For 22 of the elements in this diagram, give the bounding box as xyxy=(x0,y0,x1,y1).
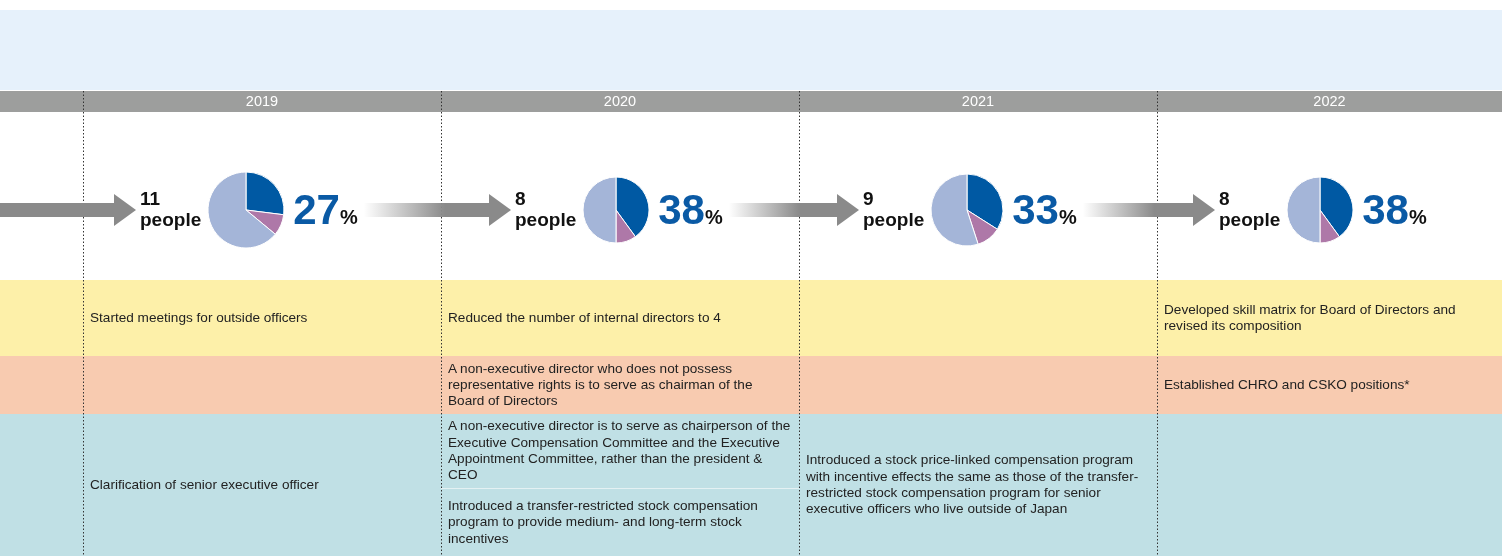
people-count: 8 people xyxy=(515,189,577,231)
percentage-value: 38% xyxy=(658,186,723,234)
table-cell-text: A non-executive director who does not possess representative rights is to serve as chairman of the Board of Directors xyxy=(448,360,754,410)
table-cell-text: Reduced the number of internal directors to 4 xyxy=(448,309,721,327)
table-cell-text: Developed skill matrix for Board of Directors and revised its composition xyxy=(1164,301,1457,335)
people-count: 11 people xyxy=(140,189,202,231)
people-count: 9 people xyxy=(863,189,925,231)
percentage-value: 38% xyxy=(1362,186,1427,234)
people-count: 8 people xyxy=(1219,189,1281,231)
percentage-value: 27% xyxy=(293,186,358,234)
arrow xyxy=(0,194,136,226)
table-cell-text: Introduced a stock price-linked compensation program with incentive effects the same as those of the transfer-restricted stock compensation program for senior executive officers who live outside of Japan xyxy=(806,452,1140,518)
year-label: 2020 xyxy=(602,92,638,111)
year-label: 2019 xyxy=(244,92,280,111)
table-cell-text: Clarification of senior executive officer xyxy=(90,476,319,494)
table-cell-text: A non-executive director is to serve as chairperson of the Executive Compensation Committee and the Executive Appointment Committee, rather than the president & CEO xyxy=(448,418,792,484)
table-cell-text: Started meetings for outside officers xyxy=(90,309,308,327)
year-label: 2022 xyxy=(1312,92,1347,111)
year-label: 2021 xyxy=(960,92,996,111)
table-cell-text: Established CHRO and CSKO positions* xyxy=(1164,376,1410,394)
table-cell-text: Introduced a transfer-restricted stock compensation program to provide medium- and long-term stock incentives xyxy=(448,498,759,547)
percentage-value: 33% xyxy=(1012,186,1077,234)
